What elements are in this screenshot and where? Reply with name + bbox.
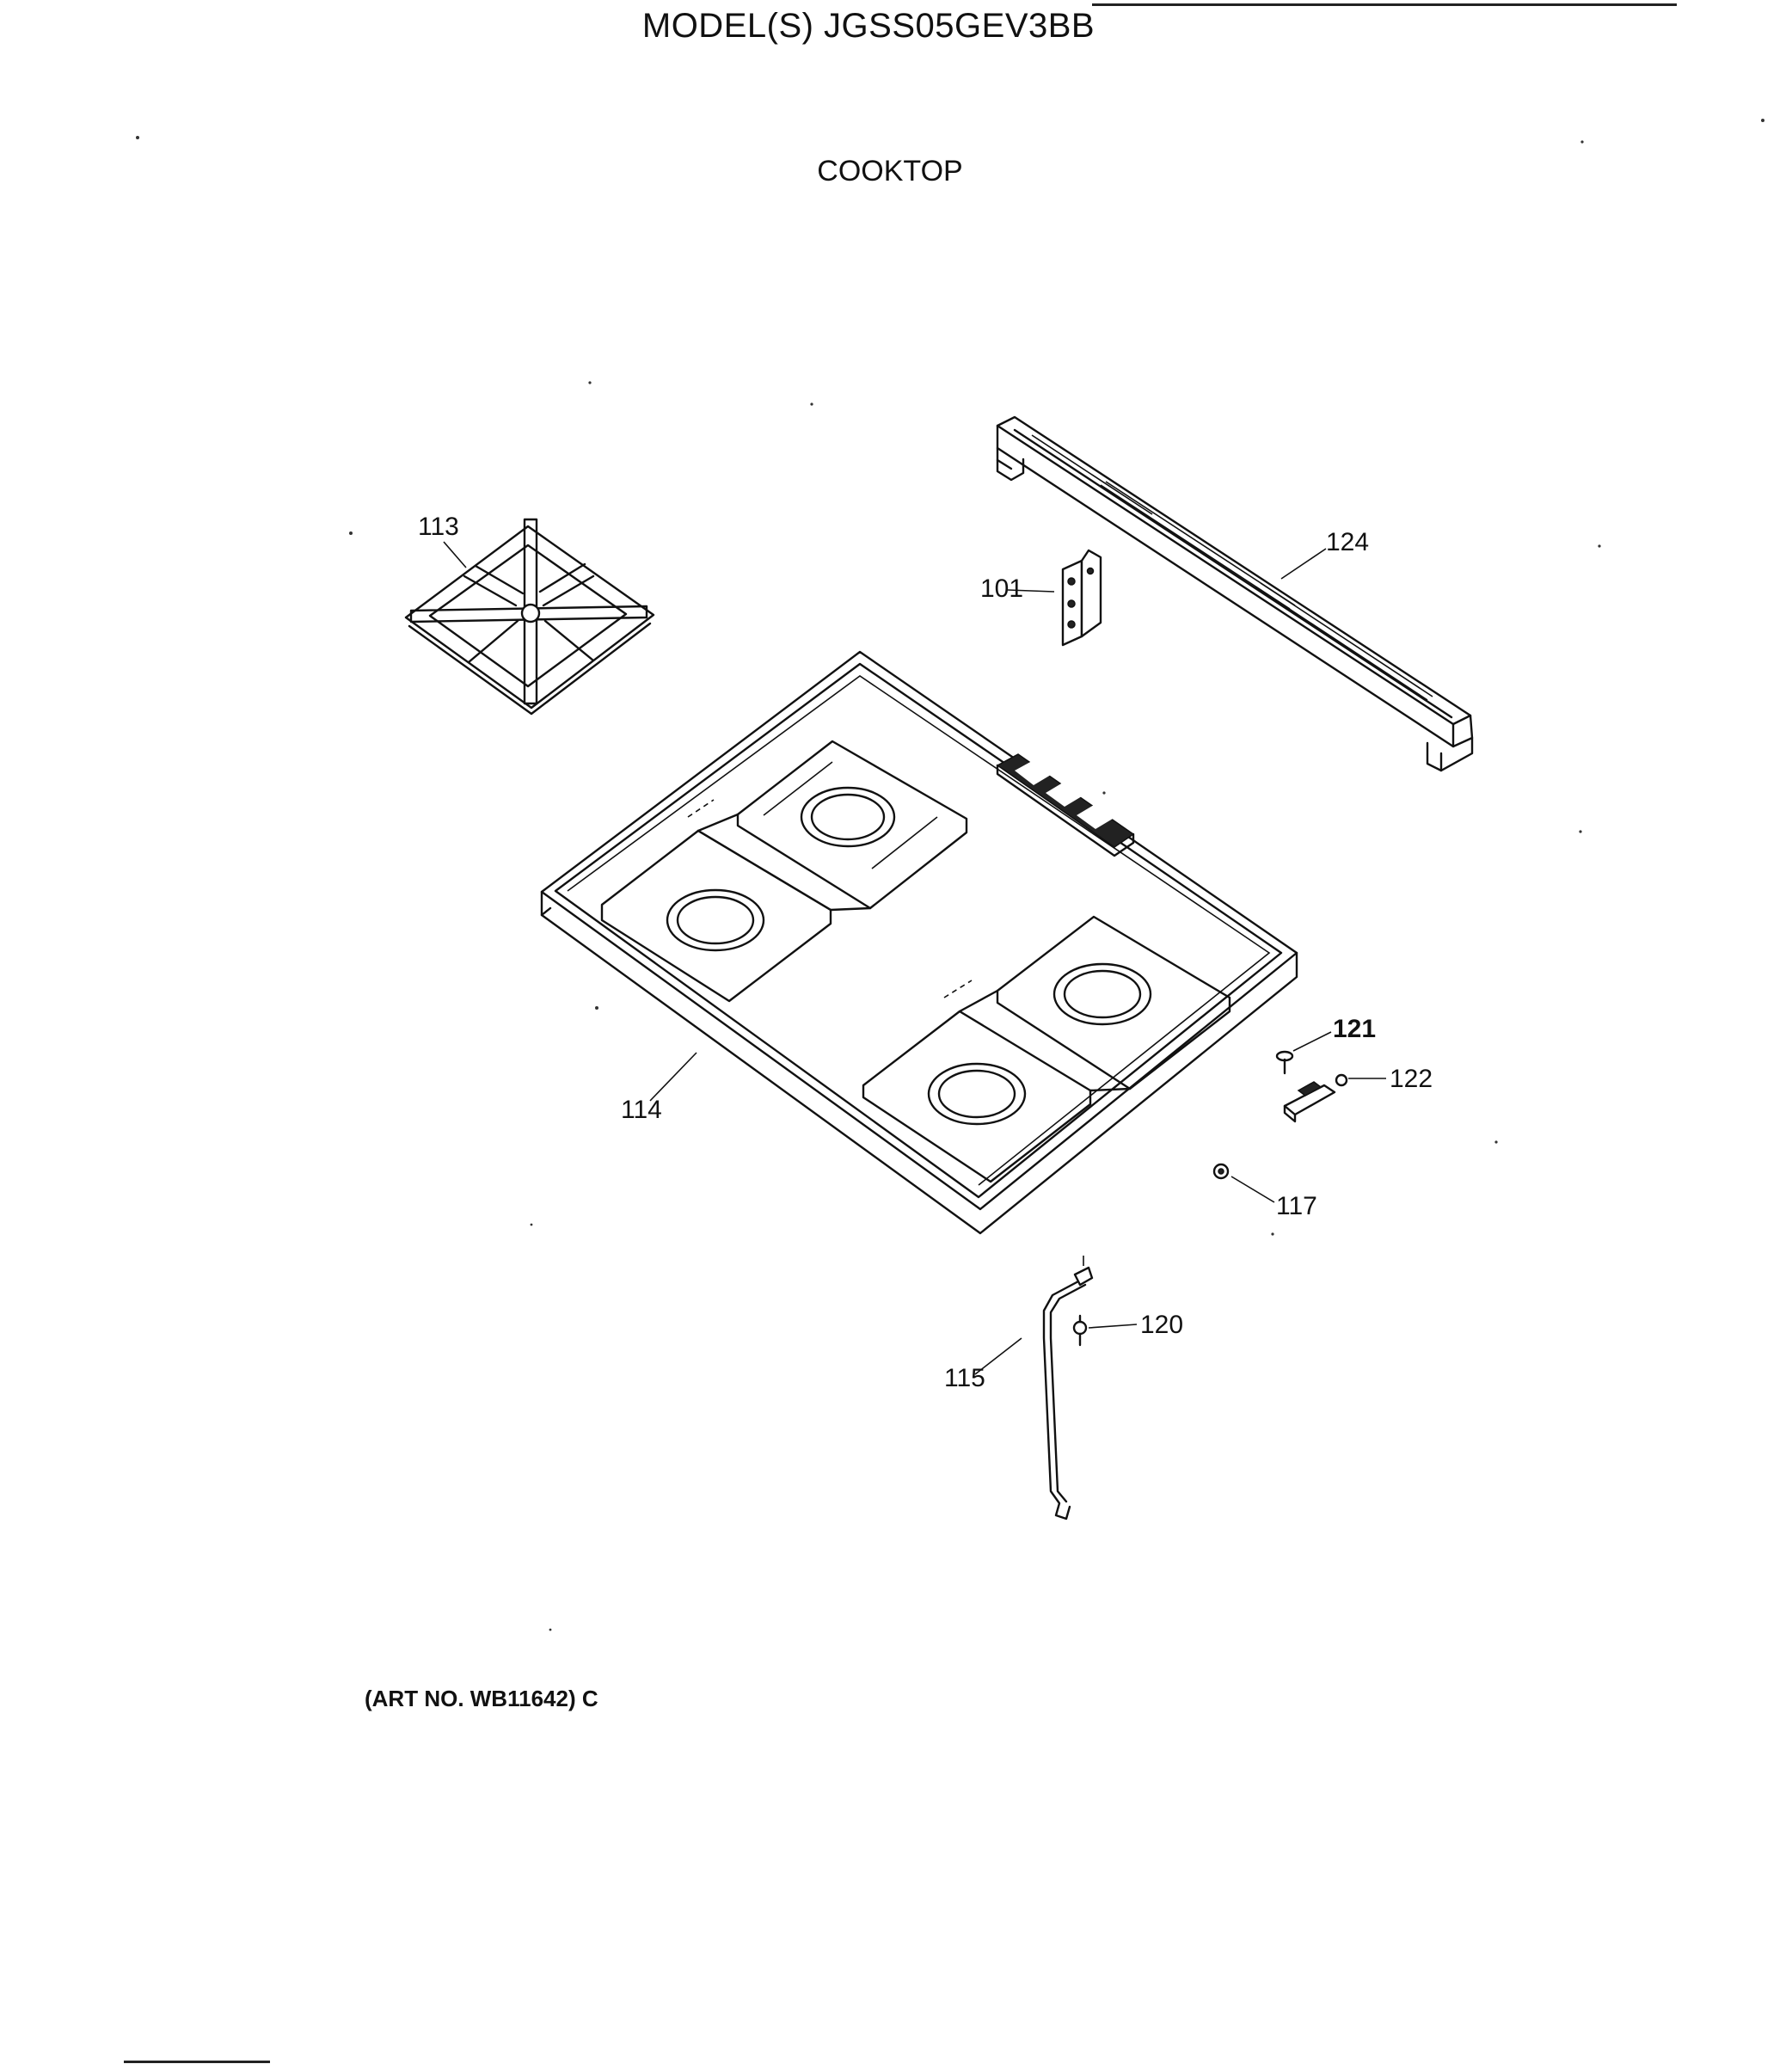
screw-121 <box>1275 1050 1294 1075</box>
callout-122: 122 <box>1390 1065 1433 1093</box>
callout-121: 121 <box>1333 1015 1376 1043</box>
screw-120 <box>1072 1314 1088 1347</box>
scan-specks <box>136 119 1764 1631</box>
cooktop-114 <box>540 650 1298 1235</box>
support-rod-115 <box>1042 1256 1094 1520</box>
callout-113: 113 <box>418 513 459 541</box>
callout-114: 114 <box>621 1096 662 1124</box>
callout-124: 124 <box>1326 528 1369 556</box>
section-title: COOKTOP <box>817 155 963 187</box>
top-rule <box>1092 3 1677 6</box>
model-title: MODEL(S) JGSS05GEV3BB <box>641 7 1095 45</box>
burner-grate-113 <box>404 518 655 716</box>
bracket-101 <box>1061 549 1102 647</box>
callout-labels: 113 101 124 114 121 122 117 120 115 <box>418 513 1433 1392</box>
leader-lines <box>443 541 1386 1375</box>
callout-101: 101 <box>980 574 1023 603</box>
callout-115: 115 <box>944 1364 985 1392</box>
callout-120: 120 <box>1140 1311 1183 1339</box>
clip-122 <box>1283 1073 1348 1123</box>
backguard-trim-124 <box>996 415 1474 772</box>
art-number: (ART NO. WB11642) C <box>365 1686 598 1711</box>
bottom-rule <box>124 2061 270 2063</box>
nut-117 <box>1212 1163 1230 1180</box>
callout-117: 117 <box>1276 1192 1317 1220</box>
